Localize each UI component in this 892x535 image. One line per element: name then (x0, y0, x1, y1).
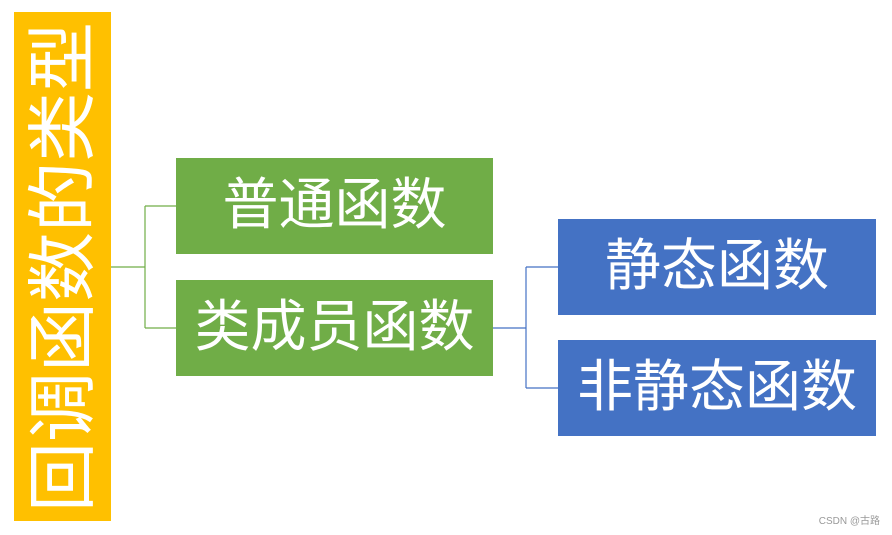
node-static-function-label: 静态函数 (605, 234, 829, 299)
node-non-static-function-label: 非静态函数 (577, 355, 857, 420)
node-class-member-function-label: 类成员函数 (194, 295, 475, 360)
root-node-label: 回调函数的类型 (21, 21, 104, 512)
level1-to-level2-connector (493, 266, 558, 389)
node-non-static-function: 非静态函数 (558, 340, 876, 436)
root-node: 回调函数的类型 (14, 12, 111, 521)
node-regular-function-label: 普通函数 (222, 173, 447, 238)
root-to-level1-connector (111, 205, 176, 329)
node-static-function: 静态函数 (558, 219, 876, 315)
node-regular-function: 普通函数 (176, 158, 493, 254)
node-class-member-function: 类成员函数 (176, 280, 493, 376)
watermark: CSDN @古路 (818, 516, 880, 527)
